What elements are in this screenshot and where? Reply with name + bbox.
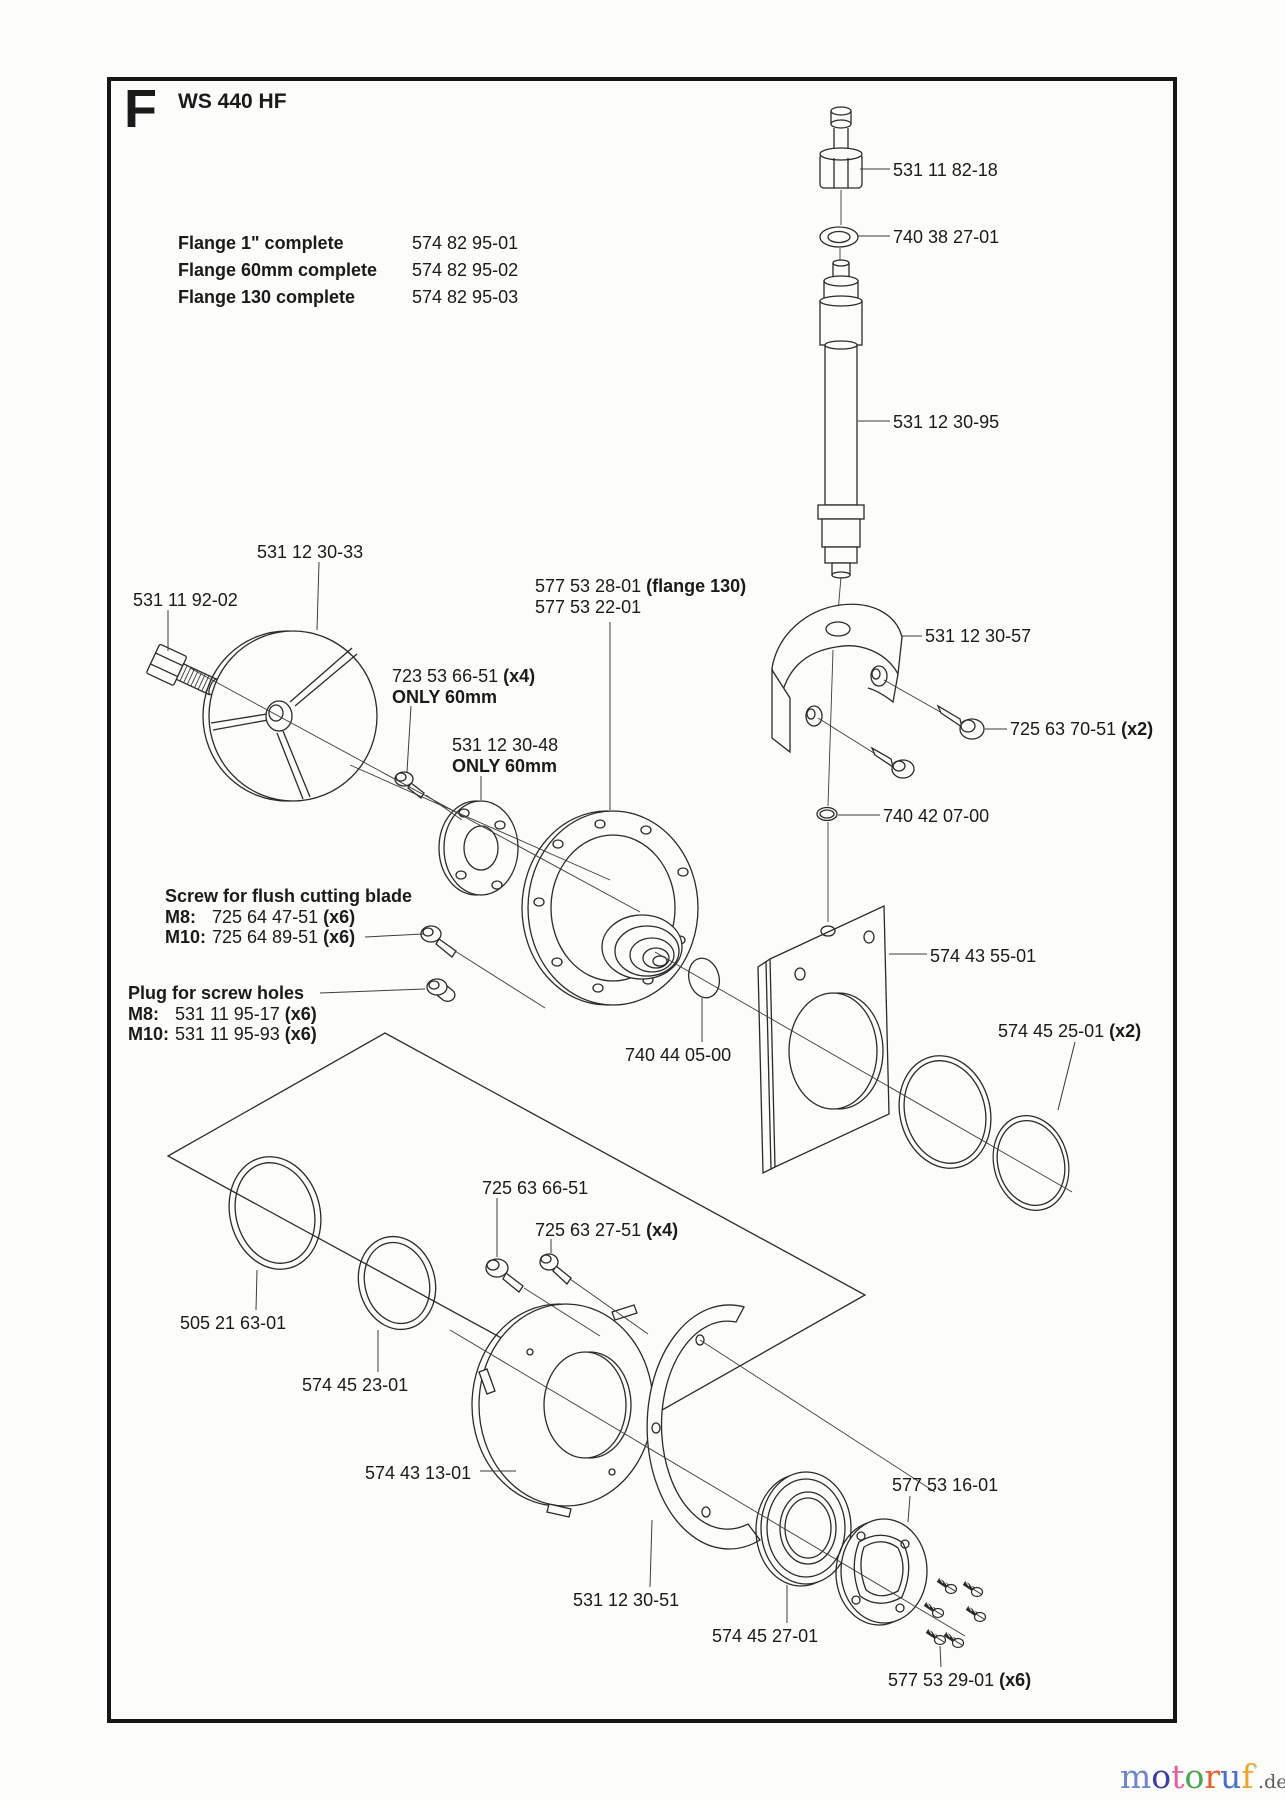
flange-name: Flange 60mm complete <box>178 260 378 280</box>
part-label-725-63-70-51: 725 63 70-51 (x2) <box>1010 719 1154 739</box>
part-ring-505-21-63-01 <box>228 1156 322 1270</box>
part-label-725-63-27-51: 725 63 27-51 (x4) <box>535 1220 679 1240</box>
part-plug-screw-holes <box>426 978 456 1002</box>
part-plate-574-43-55-01 <box>757 904 890 1175</box>
part-washer-740-38-27-01 <box>819 226 859 248</box>
part-label-723-53-66-51: 723 53 66-51 (x4)ONLY 60mm <box>392 666 536 707</box>
part-cover-574-43-13-01 <box>471 1303 654 1518</box>
flange-info-row: Flange 1" complete 574 82 95-01 <box>178 230 518 257</box>
part-ring-574-45-25-01 <box>898 1055 992 1169</box>
part-shaft-531-12-30-95 <box>817 259 865 579</box>
page-border-frame <box>107 77 1177 1723</box>
part-label-574-45-25-01: 574 45 25-01 (x2) <box>998 1021 1142 1041</box>
part-label-505-21-63-01: 505 21 63-01 <box>180 1313 287 1333</box>
note-row: M8: 531 11 95-17 (x6) <box>128 1004 317 1025</box>
watermark-motoruf: motoruf’.de <box>1120 1754 1285 1800</box>
part-number: 725 64 89-51 (x6) <box>212 927 356 947</box>
part-ringplate-577-53-16-01 <box>835 1518 928 1626</box>
size-label: M10: <box>128 1024 170 1044</box>
part-number: 531 11 95-17 (x6) <box>175 1003 317 1024</box>
flange-info-table: Flange 1" complete 574 82 95-01 Flange 6… <box>178 230 518 311</box>
part-flange-531-12-30-48 <box>438 800 519 896</box>
part-label-574-43-55-01: 574 43 55-01 <box>930 946 1037 966</box>
part-label-574-43-13-01: 574 43 13-01 <box>365 1463 472 1483</box>
part-label-574-45-23-01: 574 45 23-01 <box>302 1375 409 1395</box>
part-label-577-53-28-01: 577 53 28-01 (flange 130)577 53 22-01 <box>535 576 747 617</box>
part-label-531-11-92-02: 531 11 92-02 <box>133 590 238 610</box>
part-label-577-53-16-01: 577 53 16-01 <box>892 1475 999 1495</box>
part-flange-577-53-22-01 <box>521 810 699 1006</box>
watermark-suffix: .de <box>1258 1771 1285 1793</box>
part-label-531-12-30-95: 531 12 30-95 <box>893 412 1000 432</box>
part-screw-725-63-27-51 <box>539 1253 572 1285</box>
flange-name: Flange 1" complete <box>178 233 344 253</box>
part-label-577-53-29-01: 577 53 29-01 (x6) <box>888 1670 1032 1690</box>
flange-name: Flange 130 complete <box>178 287 356 307</box>
note-row: M10: 531 11 95-93 (x6) <box>128 1024 317 1045</box>
part-label-574-45-27-01: 574 45 27-01 <box>712 1626 819 1646</box>
part-label-740-42-07-00: 740 42 07-00 <box>883 806 990 826</box>
part-crescent-531-12-30-51 <box>646 1304 761 1550</box>
flange-info-row: Flange 130 complete 574 82 95-03 <box>178 284 518 311</box>
part-screw-flush-cutting <box>420 925 457 958</box>
part-bearing-574-45-27-01 <box>755 1471 852 1587</box>
leader-lines <box>167 168 1076 1668</box>
size-label: M8: <box>128 1003 159 1024</box>
note-title: Screw for flush cutting blade <box>165 886 413 906</box>
part-screw-723-53-66-51 <box>394 771 425 799</box>
plug-note: Plug for screw holes M8: 531 11 95-17 (x… <box>128 983 317 1045</box>
size-label: M10: <box>165 927 207 947</box>
part-screw-725-63-70-51 <box>870 704 985 779</box>
part-clamp-531-12-30-57 <box>771 603 903 754</box>
model-title: WS 440 HF <box>178 90 287 113</box>
part-label-531-12-30-57: 531 12 30-57 <box>925 626 1032 646</box>
part-number: 725 64 47-51 (x6) <box>212 906 356 927</box>
flange-number: 574 82 95-01 <box>412 233 519 253</box>
flange-info-row: Flange 60mm complete 574 82 95-02 <box>178 257 518 284</box>
part-fitting-531-11-82-18 <box>819 106 863 189</box>
flush-screw-note: Screw for flush cutting blade M8: 725 64… <box>165 886 412 948</box>
part-label-531-12-30-33: 531 12 30-33 <box>257 542 364 562</box>
part-ring-574-45-25-01 <box>992 1115 1070 1211</box>
part-label-740-38-27-01: 740 38 27-01 <box>893 227 1000 247</box>
part-screws-577-53-29-01 <box>925 1579 986 1648</box>
part-oring-740-42-07-00 <box>816 806 838 822</box>
part-screw-725-63-66-51 <box>485 1258 524 1293</box>
part-label-740-44-05-00: 740 44 05-00 <box>625 1045 732 1065</box>
watermark-letters: motoruf’ <box>1120 1757 1259 1796</box>
part-label-725-63-66-51: 725 63 66-51 <box>482 1178 589 1198</box>
part-number: 531 11 95-93 (x6) <box>175 1024 317 1044</box>
part-label-531-12-30-51: 531 12 30-51 <box>573 1590 680 1610</box>
note-row: M8: 725 64 47-51 (x6) <box>165 907 412 928</box>
sheet-letter: F <box>124 79 157 139</box>
size-label: M8: <box>165 906 196 927</box>
note-row: M10: 725 64 89-51 (x6) <box>165 927 412 948</box>
note-title: Plug for screw holes <box>128 983 305 1003</box>
part-ring-574-45-23-01 <box>357 1235 437 1331</box>
flange-number: 574 82 95-02 <box>412 260 519 280</box>
part-oring-740-44-05-00 <box>687 957 721 999</box>
part-label-531-11-82-18: 531 11 82-18 <box>893 160 998 180</box>
flange-number: 574 82 95-03 <box>412 287 519 307</box>
part-disc-531-12-30-33 <box>202 630 378 802</box>
